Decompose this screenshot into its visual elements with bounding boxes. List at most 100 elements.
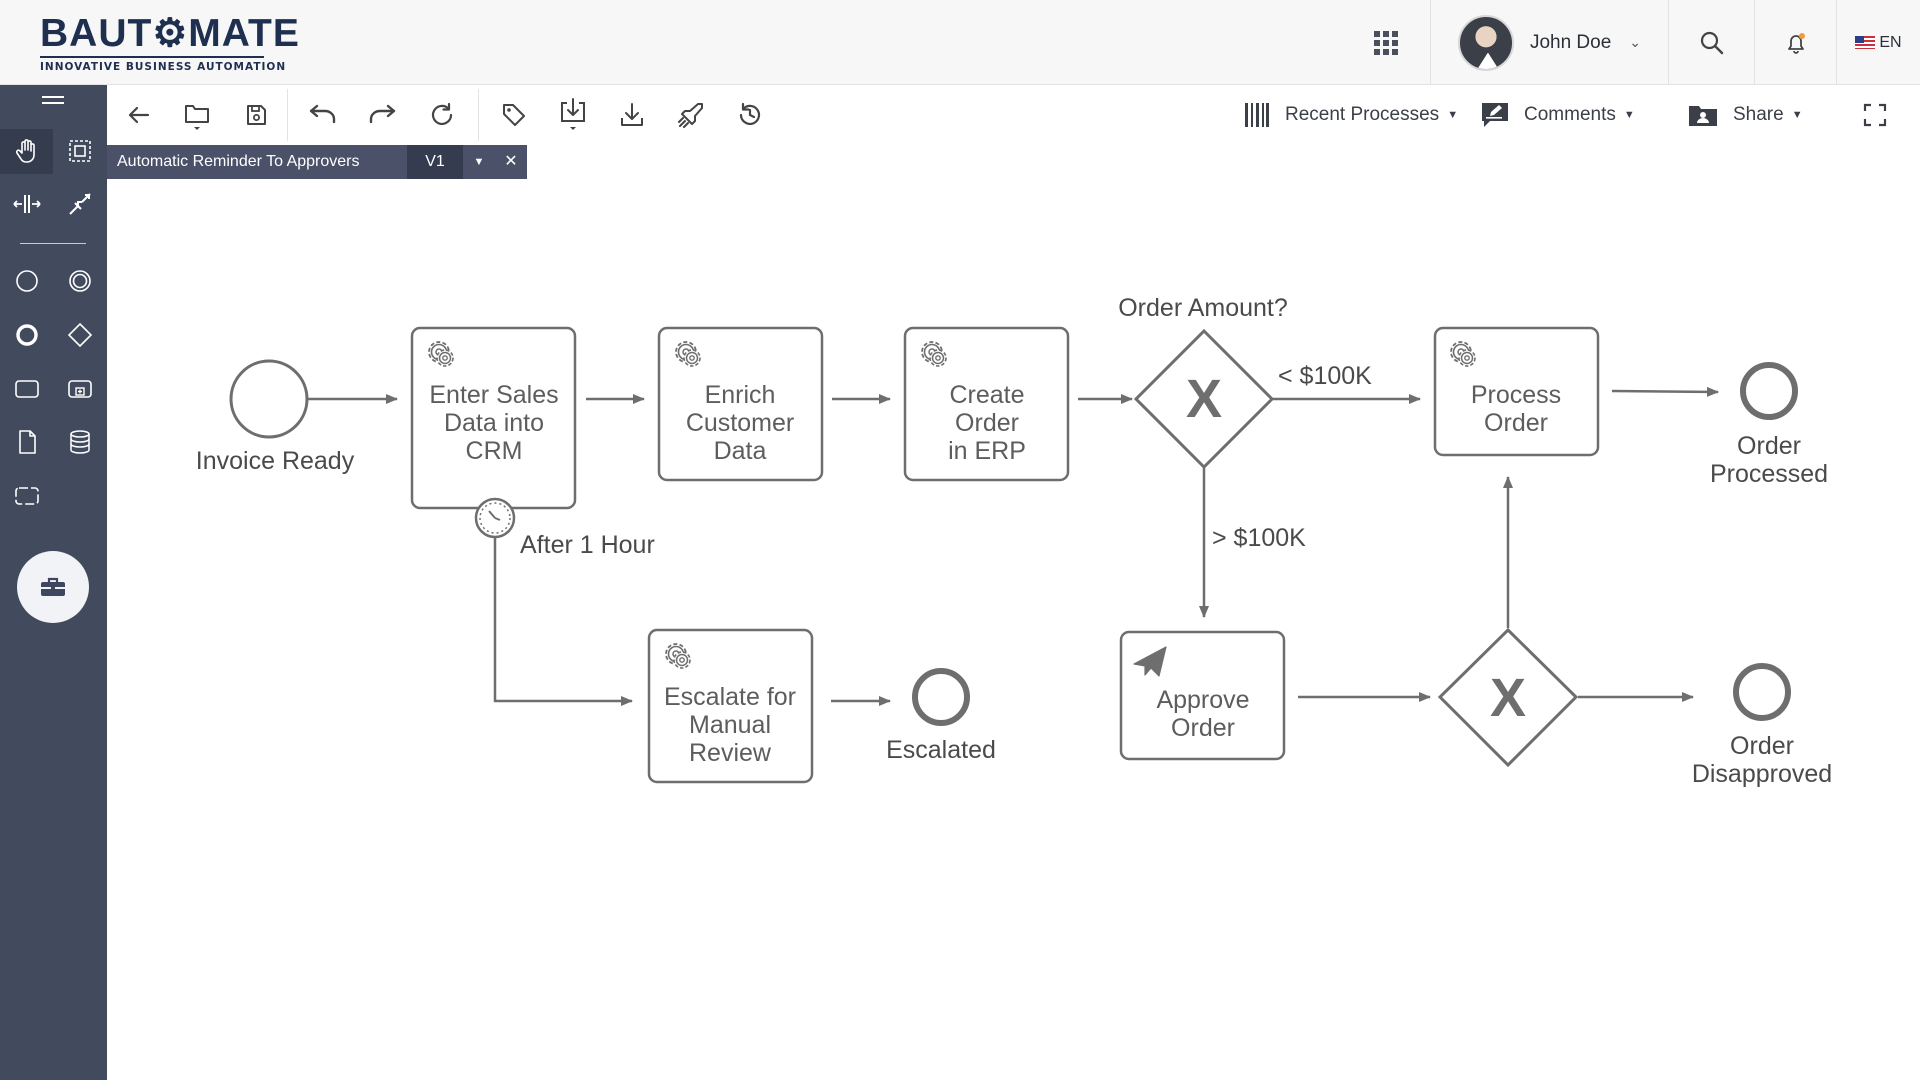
flow-label-less: < $100K: [1278, 362, 1372, 390]
data-store-icon[interactable]: [58, 420, 102, 464]
task-icon[interactable]: [5, 367, 49, 411]
task-enrich-customer-data[interactable]: Enrich Customer Data: [657, 326, 824, 482]
gateway-icon[interactable]: [58, 313, 102, 357]
exclusive-gateway-x-icon: X: [1490, 668, 1526, 728]
subprocess-icon[interactable]: [58, 367, 102, 411]
back-button[interactable]: [121, 97, 157, 133]
refresh-button[interactable]: [424, 97, 460, 133]
version-badge[interactable]: V1: [407, 145, 463, 179]
intermediate-event-icon[interactable]: [58, 259, 102, 303]
comments-dropdown[interactable]: Comments ▼: [1480, 95, 1635, 135]
share-label: Share: [1733, 104, 1784, 125]
notifications-button[interactable]: [1754, 0, 1836, 85]
task-label-line: Order: [955, 409, 1019, 437]
gateway-question-label: Order Amount?: [1118, 294, 1288, 322]
sequence-flows: [308, 386, 1719, 706]
hamburger-menu-icon[interactable]: [42, 96, 64, 108]
end-event-icon[interactable]: [5, 313, 49, 357]
flow-process-to-end[interactable]: [1611, 386, 1719, 397]
notification-bell-icon: [1787, 32, 1805, 54]
deploy-button[interactable]: [673, 97, 709, 133]
gateway-approval[interactable]: X: [1437, 627, 1579, 768]
start-event-invoice-ready[interactable]: Invoice Ready: [196, 359, 355, 475]
apps-grid-icon[interactable]: [1374, 31, 1398, 55]
active-tool-highlight: [0, 129, 53, 174]
timer-clock-icon: [488, 510, 496, 519]
timer-boundary-event[interactable]: After 1 Hour: [474, 497, 655, 559]
task-escalate-review[interactable]: Escalate for Manual Review: [647, 628, 814, 784]
close-tab-icon[interactable]: ✕: [504, 153, 518, 170]
group-icon[interactable]: [5, 474, 49, 518]
bpmn-canvas[interactable]: Invoice Ready Enter Sales Data into CRM …: [107, 179, 1920, 1080]
end-event-label: Order: [1737, 432, 1801, 460]
task-label-line: Approve: [1156, 686, 1249, 714]
flag-us-icon: [1855, 36, 1876, 49]
task-label-line: Manual: [689, 711, 771, 739]
refresh-icon: [431, 102, 453, 125]
import-icon: [561, 98, 585, 130]
save-button[interactable]: [238, 97, 274, 133]
global-connect-icon[interactable]: [58, 182, 102, 226]
undo-button[interactable]: [305, 97, 341, 133]
tag-button[interactable]: [496, 97, 532, 133]
editor-toolbar: Recent Processes ▼ Comments ▼ Share ▼: [107, 85, 1920, 145]
end-event-order-processed[interactable]: Order Processed: [1710, 362, 1828, 488]
task-label-line: CRM: [466, 437, 523, 465]
toolbox-button[interactable]: [17, 551, 89, 623]
bautomate-logo[interactable]: BAUT⚙MATE INNOVATIVE BUSINESS AUTOMATION: [40, 12, 300, 73]
share-dropdown[interactable]: Share ▼: [1687, 95, 1803, 135]
history-icon: [739, 102, 761, 125]
import-button[interactable]: [555, 97, 591, 133]
process-tab-title[interactable]: Automatic Reminder To Approvers: [117, 153, 360, 170]
fullscreen-icon: [1863, 103, 1887, 127]
language-selector[interactable]: EN: [1836, 0, 1920, 85]
task-label-line: Escalate for: [664, 683, 796, 711]
hand-tool-icon[interactable]: [5, 129, 49, 173]
fullscreen-button[interactable]: [1857, 97, 1893, 133]
tag-icon: [503, 104, 525, 126]
logo-brand: BAUT⚙MATE: [40, 12, 300, 55]
task-label-line: Data into: [444, 409, 544, 437]
gateway-order-amount[interactable]: X Order Amount?: [1118, 294, 1288, 470]
task-label-line: Customer: [686, 409, 794, 437]
search-button[interactable]: [1668, 0, 1754, 85]
open-folder-icon: [185, 105, 209, 130]
download-icon: [621, 103, 643, 126]
history-button[interactable]: [732, 97, 768, 133]
comments-label: Comments: [1524, 104, 1616, 125]
flow-timer-escalation[interactable]: [493, 536, 633, 706]
start-event-label: Invoice Ready: [196, 447, 355, 475]
top-header: BAUT⚙MATE INNOVATIVE BUSINESS AUTOMATION…: [0, 0, 1920, 85]
chevron-down-icon: ⌄: [1629, 34, 1642, 50]
rail-divider: [20, 243, 86, 244]
task-approve-order[interactable]: Approve Order: [1119, 630, 1286, 761]
process-tab[interactable]: Automatic Reminder To Approvers V1 ▼ ✕: [107, 145, 527, 179]
version-dropdown-icon[interactable]: ▼: [473, 156, 485, 168]
palette-rail: [0, 85, 107, 1080]
caret-down-icon: ▼: [1791, 109, 1803, 121]
redo-icon: [369, 104, 396, 124]
recent-processes-dropdown[interactable]: Recent Processes ▼: [1243, 95, 1458, 135]
end-event-escalated[interactable]: Escalated: [886, 668, 996, 764]
user-menu[interactable]: John Doe ⌄: [1430, 0, 1668, 85]
task-label-line: Create: [949, 381, 1024, 409]
avatar: [1457, 14, 1514, 71]
data-object-icon[interactable]: [5, 420, 49, 464]
end-event-label: Escalated: [886, 736, 996, 764]
lasso-select-icon[interactable]: [58, 129, 102, 173]
user-name: John Doe: [1529, 31, 1612, 53]
end-event-order-disapproved[interactable]: Order Disapproved: [1692, 663, 1832, 788]
shared-folder-icon: [1689, 106, 1717, 126]
download-button[interactable]: [614, 97, 650, 133]
open-button[interactable]: [179, 97, 215, 133]
start-event-icon[interactable]: [5, 259, 49, 303]
task-create-order-erp[interactable]: Create Order in ERP: [903, 326, 1070, 482]
caret-down-icon: ▼: [1623, 109, 1635, 121]
recent-processes-label: Recent Processes: [1285, 104, 1440, 125]
comment-edit-icon: [1482, 103, 1508, 127]
redo-button[interactable]: [364, 97, 400, 133]
task-enter-sales-data[interactable]: Enter Sales Data into CRM: [410, 326, 577, 510]
space-tool-icon[interactable]: [5, 182, 49, 226]
toolbar-divider: [287, 89, 288, 141]
task-process-order[interactable]: Process Order: [1433, 326, 1600, 457]
